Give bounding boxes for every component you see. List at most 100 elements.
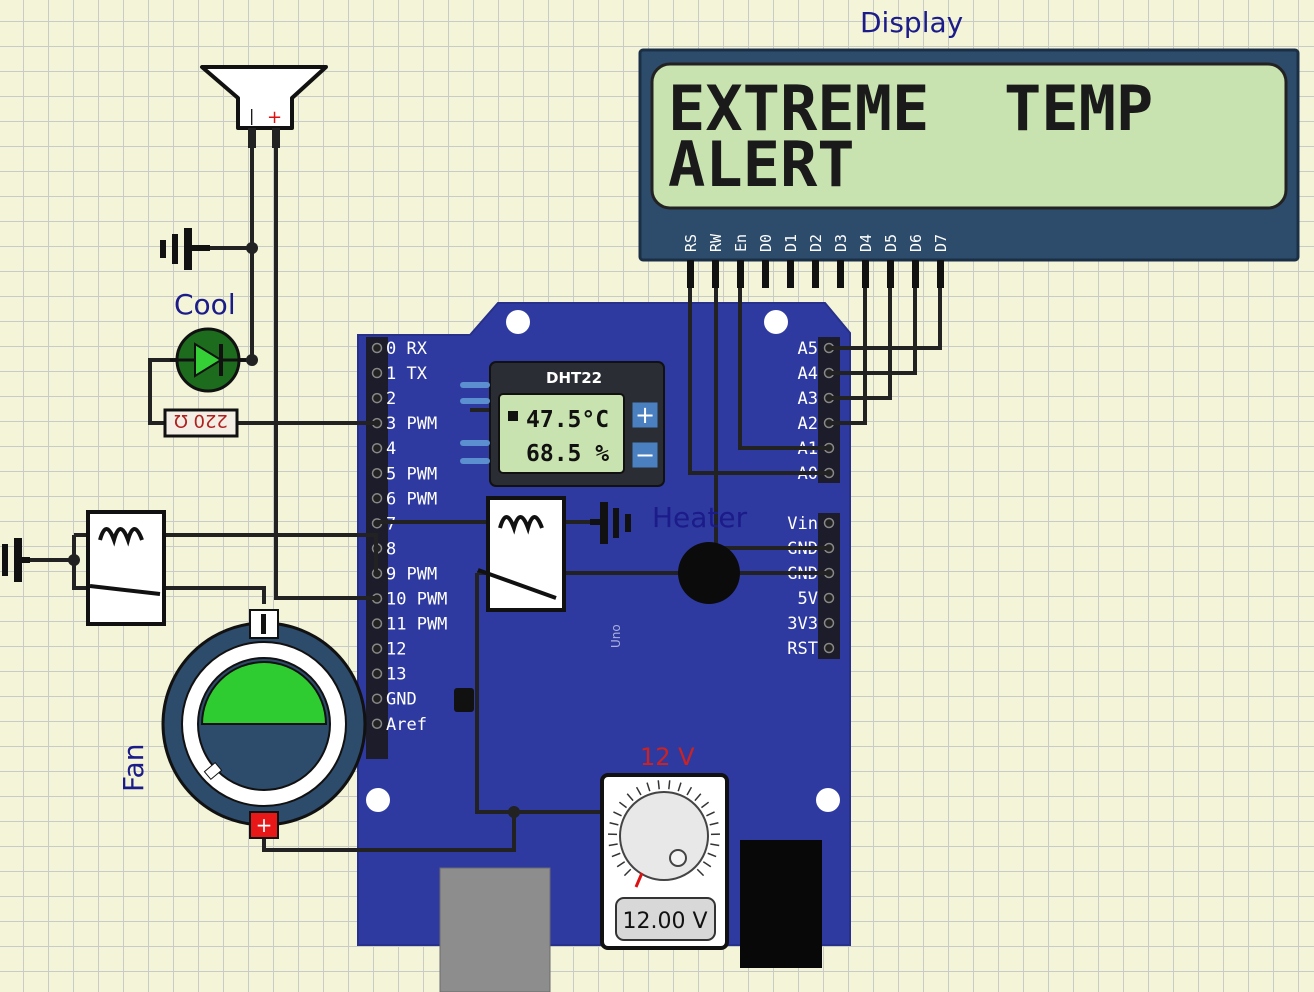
heater-label: Heater — [652, 501, 748, 534]
board-label: Uno — [609, 624, 623, 648]
lcd-pin-label: RW — [707, 233, 725, 252]
lcd-pin-label: D0 — [757, 234, 775, 252]
lcd-pin[interactable] — [812, 260, 819, 288]
knob-tick — [686, 786, 693, 796]
header-pin[interactable] — [371, 643, 383, 654]
lcd-pin[interactable] — [737, 260, 744, 288]
lcd-pin[interactable] — [787, 260, 794, 288]
dht22-cursor — [508, 411, 518, 421]
header-pin[interactable] — [823, 642, 835, 654]
lcd-pin-label: RS — [682, 234, 700, 252]
left-pin-label: 5 PWM — [386, 464, 437, 484]
lcd-pin[interactable] — [762, 260, 769, 288]
fan-plus-mark: + — [256, 813, 273, 837]
lcd-line-2: ALERT — [668, 128, 855, 201]
dht22-sensor[interactable]: DHT22 47.5°C 68.5 % — [460, 361, 665, 487]
heater[interactable] — [678, 542, 740, 604]
resistor[interactable]: 220 Ω — [163, 408, 239, 438]
knob-tick — [609, 822, 619, 826]
supply-readout: 12.00 V — [622, 909, 707, 934]
header-pin[interactable] — [371, 468, 383, 479]
left-pin-label: 6 PWM — [386, 489, 437, 509]
voltage-knob[interactable] — [619, 791, 709, 881]
lcd-pin[interactable] — [862, 260, 869, 288]
buzzer[interactable]: | + — [200, 65, 328, 148]
header-pin[interactable] — [371, 618, 383, 629]
header-pin[interactable] — [371, 442, 383, 454]
right-pin-label: A5 — [798, 339, 818, 359]
left-pin-label: 10 PWM — [386, 590, 447, 610]
cool-led[interactable] — [170, 327, 246, 393]
header-pin[interactable] — [371, 493, 383, 504]
fan-plus-terminal — [249, 811, 279, 839]
right-pin-label: A3 — [798, 389, 818, 409]
left-pin-label: GND — [386, 690, 417, 710]
lcd-pin-label: D4 — [857, 234, 875, 252]
lcd-pin[interactable] — [887, 260, 894, 288]
right-pin-label: RST — [787, 639, 818, 659]
cool-label: Cool — [174, 288, 236, 321]
lcd-pin-label: En — [732, 234, 750, 252]
lcd-line-1: EXTREME TEMP — [668, 72, 1153, 145]
left-pin-label: 0 RX — [386, 339, 428, 359]
lcd-pin[interactable] — [837, 260, 844, 288]
knob-tick — [657, 780, 660, 790]
heater-relay[interactable] — [477, 496, 566, 612]
right-pin-label: Vin — [787, 514, 818, 534]
header-pin[interactable] — [371, 392, 383, 404]
mount-hole — [506, 310, 530, 334]
left-pin-label: 4 — [386, 439, 396, 459]
lcd-pin[interactable] — [937, 260, 944, 288]
buzzer-minus-mark: | — [249, 106, 254, 125]
knob-tick — [611, 852, 621, 858]
lcd-pin[interactable] — [712, 260, 719, 288]
lcd-display[interactable]: EXTREME TEMP ALERT — [638, 48, 1300, 262]
left-pin-label: 9 PWM — [386, 564, 437, 584]
ground-icon — [590, 502, 631, 544]
temp-up-button[interactable]: + — [631, 401, 659, 429]
mount-hole — [764, 310, 788, 334]
knob-tick — [668, 780, 671, 790]
dht22-temperature: 47.5°C — [526, 407, 609, 433]
knob-tick — [677, 782, 682, 792]
fan-relay[interactable] — [86, 510, 166, 626]
knob-tick — [709, 822, 719, 826]
lcd-pin-label: D2 — [807, 234, 825, 252]
lcd-pin[interactable] — [912, 260, 919, 288]
temp-down-button[interactable]: − — [631, 441, 659, 469]
knob-tick — [616, 861, 626, 868]
knob-tick — [702, 861, 712, 868]
knob-tick — [613, 811, 622, 817]
header-pin[interactable] — [823, 592, 835, 604]
header-pin[interactable] — [371, 718, 383, 729]
supply-label: 12 V — [640, 743, 695, 771]
analog-header — [818, 337, 840, 483]
header-pin[interactable] — [371, 693, 383, 704]
mount-hole — [816, 788, 840, 812]
knob-tick — [626, 793, 634, 802]
lcd-pin[interactable] — [687, 260, 694, 288]
power-supply[interactable]: 12.00 V — [600, 773, 729, 950]
knob-tick — [646, 782, 651, 792]
knob-pointer — [634, 872, 644, 888]
knob-tick — [700, 801, 710, 809]
usb-port — [439, 867, 551, 992]
header-pin[interactable] — [371, 668, 383, 679]
left-pin-label: 3 PWM — [386, 414, 437, 434]
header-pin[interactable] — [371, 367, 383, 379]
lcd-pin-label: D6 — [907, 234, 925, 252]
lcd-pin-label: D7 — [932, 234, 950, 252]
lcd-screen — [650, 62, 1288, 210]
knob-tick — [706, 811, 715, 817]
buzzer-plus-mark: + — [267, 107, 282, 128]
knob-tick — [618, 801, 628, 809]
header-pin[interactable] — [371, 342, 383, 354]
header-pin[interactable] — [823, 617, 835, 629]
knob-tick — [710, 843, 720, 847]
lcd-pin-label: D3 — [832, 234, 850, 252]
right-pin-label: 3V3 — [787, 614, 818, 634]
header-pin[interactable] — [823, 517, 835, 529]
fan-meter[interactable]: + — [161, 609, 367, 839]
